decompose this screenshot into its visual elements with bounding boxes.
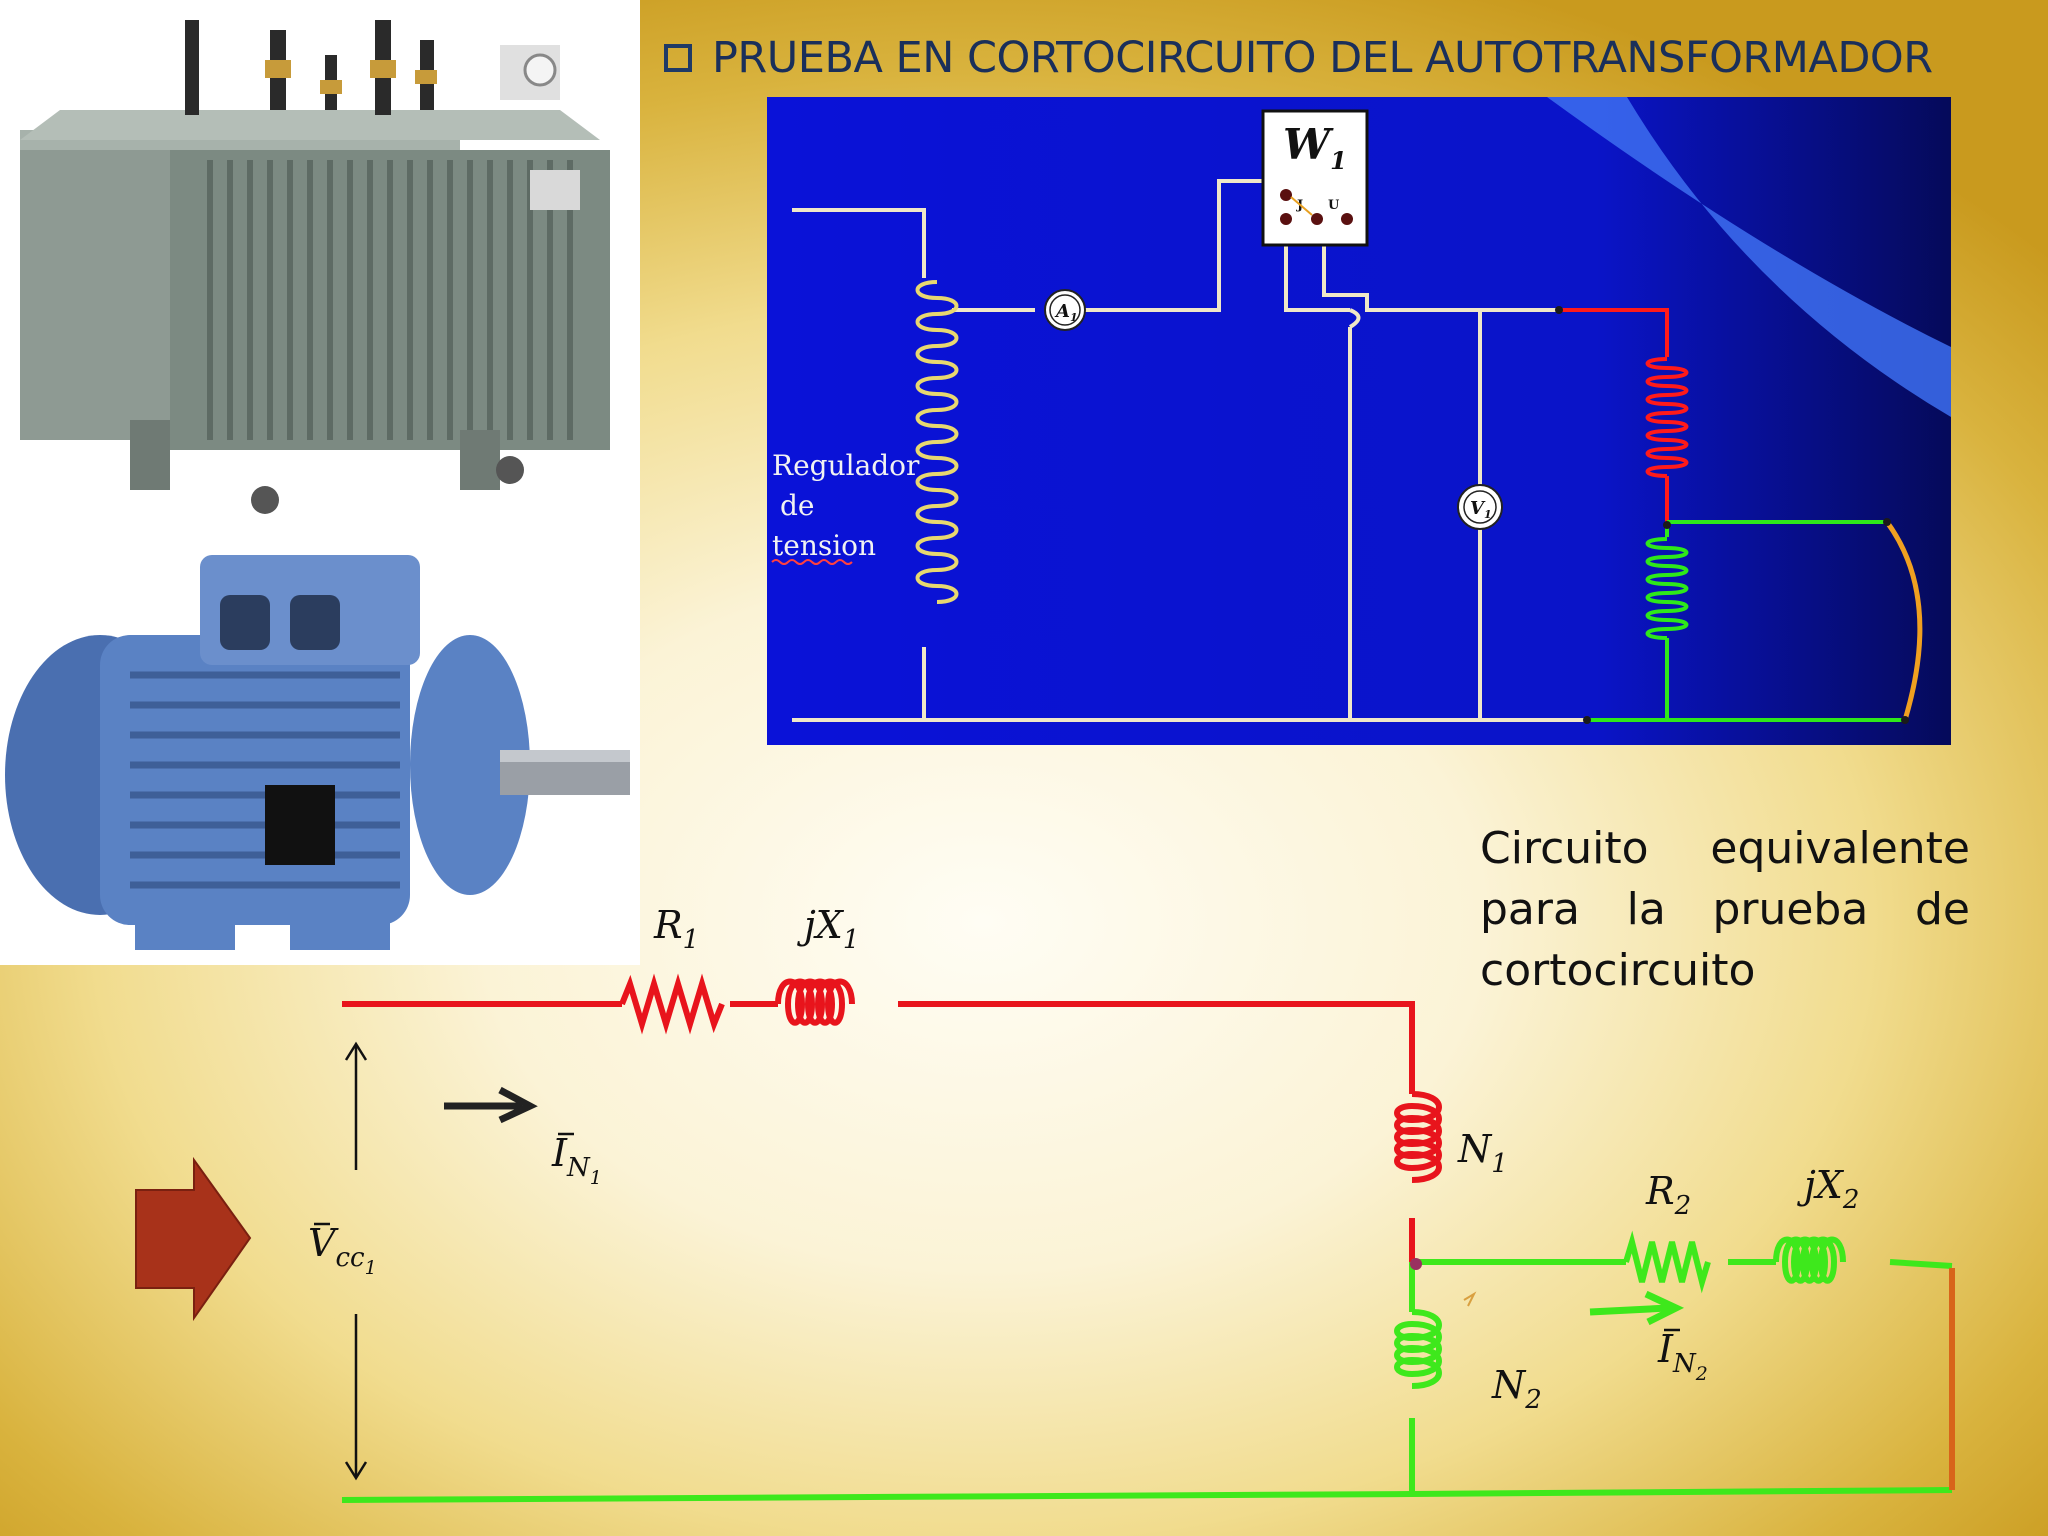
- svg-text:A1: A1: [1054, 301, 1078, 324]
- label-R2: R2: [1645, 1169, 1691, 1221]
- regulator-coil: [915, 280, 959, 604]
- svg-text:V1: V1: [1470, 498, 1492, 521]
- regulator-label: Regulador de tension: [772, 449, 928, 562]
- voltage-arrows: [344, 1041, 368, 1481]
- label-N1: N1: [1457, 1127, 1508, 1179]
- voltmeter-V1: V1: [1457, 484, 1503, 530]
- label-IN2: IN2: [1657, 1327, 1708, 1385]
- transformer-photo: [0, 0, 640, 525]
- wiring-diagram: A1 V1 W1 J U Regulador de tension: [767, 97, 1951, 745]
- short-circuit-link: [1884, 520, 1923, 721]
- label-IN1: IN1: [551, 1131, 602, 1189]
- R2-resistor: [1623, 1230, 1711, 1294]
- N1-winding: [1394, 1091, 1442, 1183]
- circuit-caption: Circuito equivalente para la prueba de c…: [1480, 823, 1970, 996]
- block-arrow-icon: [135, 1156, 252, 1322]
- slide-title: PRUEBA EN CORTOCIRCUITO DEL AUTOTRANSFOR…: [712, 33, 1933, 83]
- current-arrow-icon: [444, 1086, 538, 1124]
- decorative-swoosh: [1547, 97, 1951, 417]
- tap-node: [1410, 1258, 1422, 1270]
- label-N2: N2: [1491, 1363, 1542, 1415]
- label-Vcc1: Vcc1: [308, 1221, 377, 1279]
- checkbox-bullet-icon: [664, 44, 692, 72]
- motor-photo: [0, 525, 640, 965]
- jX2-inductor: [1773, 1236, 1846, 1284]
- title-row: PRUEBA EN CORTOCIRCUITO DEL AUTOTRANSFOR…: [664, 28, 1933, 88]
- current-arrow-icon: [1589, 1290, 1685, 1326]
- N2-winding: [1394, 1309, 1442, 1389]
- svg-text:U: U: [1328, 198, 1340, 213]
- svg-text:IN2: IN2: [1657, 1327, 1708, 1385]
- svg-text:W1: W1: [1283, 120, 1347, 175]
- svg-text:Vcc1: Vcc1: [308, 1221, 377, 1279]
- jX1-inductor: [775, 978, 855, 1026]
- svg-text:IN1: IN1: [551, 1131, 602, 1189]
- label-jX2: jX2: [1797, 1163, 1859, 1215]
- wattmeter-W1: W1 J U: [1261, 109, 1369, 247]
- label-jX1: jX1: [797, 903, 859, 955]
- ammeter-A1: A1: [1044, 289, 1086, 331]
- R1-resistor: [619, 973, 725, 1035]
- label-R1: R1: [653, 903, 699, 955]
